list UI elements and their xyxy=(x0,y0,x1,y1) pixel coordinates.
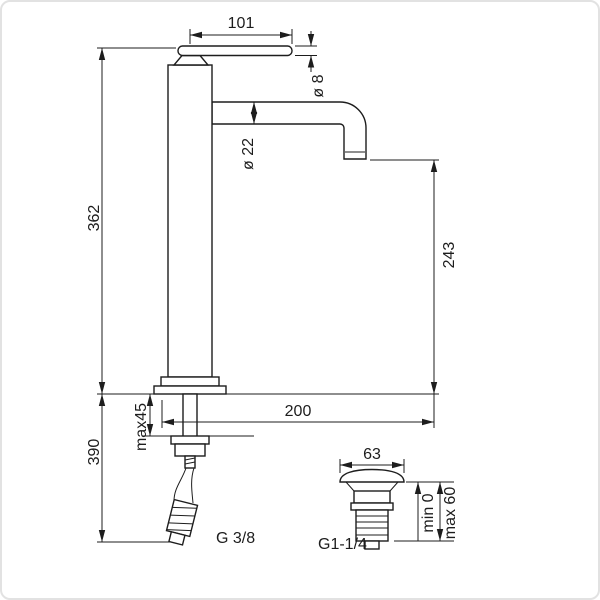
hose-connector-nut xyxy=(165,498,199,538)
dim-waste-min-label: min 0 xyxy=(420,493,437,532)
tail-thread-line xyxy=(184,457,196,461)
waste-cap xyxy=(339,468,405,483)
waste-thread-label: G1-1/4 xyxy=(318,536,367,553)
base-flange-upper xyxy=(160,376,220,387)
dim-waste-max-label: max 60 xyxy=(442,487,459,540)
base-flange-lower xyxy=(153,385,227,395)
flex-hose-left-edge xyxy=(173,467,187,502)
waste-stem xyxy=(353,490,391,504)
hose-connector xyxy=(165,498,199,546)
waste-drawing xyxy=(339,468,405,550)
tail-thread-line xyxy=(184,461,196,465)
dim-deck-thickness-label: max45 xyxy=(133,403,150,451)
dimension-annotations: 101 ø 8 ø 22 362 390 max45 243 200 xyxy=(86,15,459,553)
connector-hatch xyxy=(170,514,195,517)
waste-tail xyxy=(364,540,380,550)
flex-hose-right-edge xyxy=(191,467,195,504)
mounting-nut xyxy=(174,443,206,457)
dim-spout-diameter-label: ø 22 xyxy=(240,138,257,170)
connector-hatch xyxy=(168,522,193,525)
dim-waste-diameter-label: 63 xyxy=(363,446,381,463)
lever-cone xyxy=(172,54,210,66)
dim-below-deck-label: 390 xyxy=(86,439,103,466)
hose-connector-tip xyxy=(168,530,186,546)
connector-hatch xyxy=(166,529,192,532)
faucet-drawing xyxy=(153,45,367,546)
connector-hatch xyxy=(172,506,197,509)
faucet-lever xyxy=(177,45,293,57)
faucet-spout xyxy=(211,101,367,160)
dim-lever-diameter-label: ø 8 xyxy=(310,74,327,97)
dim-lever-length-label: 101 xyxy=(228,15,255,32)
faucet-body xyxy=(167,64,213,378)
dim-outlet-height-label: 243 xyxy=(441,242,458,269)
waste-flange xyxy=(350,502,394,511)
dim-reach-label: 200 xyxy=(285,403,312,420)
waste-cap-neck xyxy=(345,481,399,492)
hose-thread-label: G 3/8 xyxy=(216,530,255,547)
mounting-washer xyxy=(170,435,210,445)
dim-height-label: 362 xyxy=(86,205,103,232)
